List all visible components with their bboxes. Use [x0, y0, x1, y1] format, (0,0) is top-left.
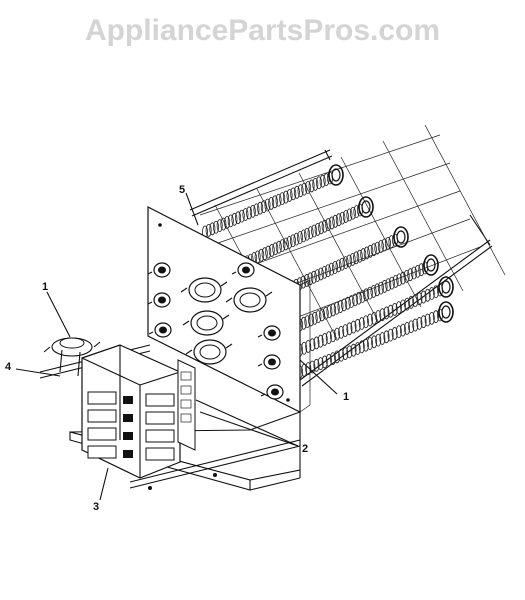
limit-switch	[180, 277, 228, 303]
limit-switch	[182, 310, 230, 336]
terminal-stud	[257, 354, 281, 370]
terminal-stud	[257, 325, 281, 341]
coil-row	[201, 164, 344, 239]
callout-1-left: 1	[42, 281, 48, 293]
limit-switch	[185, 339, 233, 365]
fuse-holder-left	[43, 337, 101, 377]
callout-4: 4	[5, 361, 12, 373]
callout-1-right: 1	[343, 391, 349, 403]
terminal-stud	[231, 262, 255, 278]
limit-switches	[180, 277, 273, 365]
coil-row	[296, 276, 454, 357]
relay-block	[81, 344, 181, 479]
terminal-strip	[177, 359, 196, 451]
terminal-stud	[147, 262, 171, 278]
heater-coil-frame	[189, 124, 506, 387]
callout-3: 3	[93, 501, 99, 513]
callout-2: 2	[302, 443, 308, 455]
terminal-studs	[147, 262, 284, 400]
callout-5: 5	[179, 184, 185, 196]
terminal-stud	[148, 322, 172, 338]
limit-switch	[225, 287, 273, 313]
terminal-stud	[147, 292, 171, 308]
coil-row	[296, 254, 439, 332]
coil-row	[296, 301, 454, 379]
watermark-text: AppliancePartsPros.com	[84, 14, 441, 47]
leader-lines	[15, 192, 338, 501]
terminal-stud	[260, 384, 284, 400]
